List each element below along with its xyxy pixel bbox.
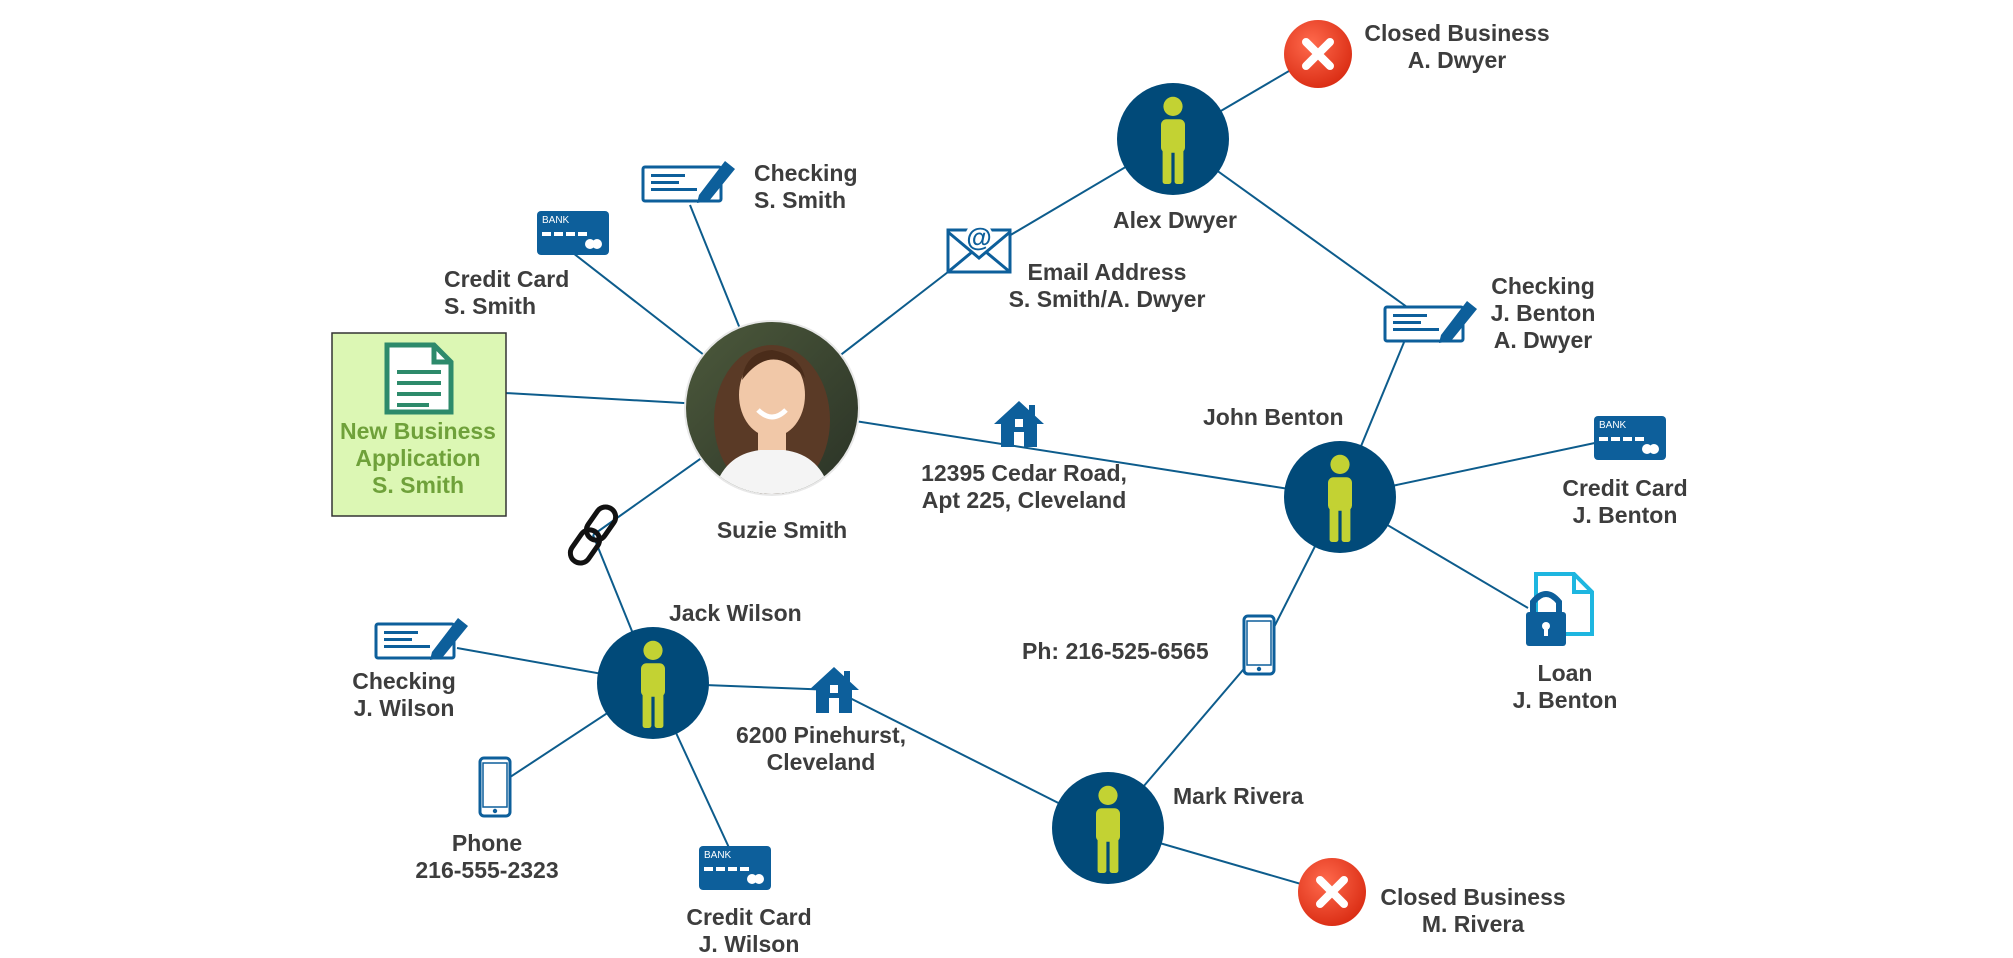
label-line: Application — [355, 445, 481, 471]
mark-rivera-node[interactable] — [1052, 772, 1164, 884]
john-benton-node[interactable] — [1284, 441, 1396, 553]
alex-dwyer-node[interactable] — [1117, 83, 1229, 195]
new-business-application-node[interactable] — [331, 332, 507, 517]
label-line: Phone — [451, 830, 523, 856]
person-name: John Benton — [1203, 404, 1344, 430]
label-line: A. Dwyer — [1493, 327, 1593, 353]
person-name: Jack Wilson — [669, 600, 802, 626]
closed-business-dwyer-label: Closed Business A. Dwyer — [1364, 20, 1549, 74]
document-icon — [384, 342, 454, 415]
x-circle-icon[interactable] — [1298, 858, 1366, 926]
credit-card-wilson-label: Credit Card J. Wilson — [686, 904, 811, 958]
label-line: A. Dwyer — [1407, 47, 1507, 73]
alex-dwyer-label: Alex Dwyer — [1113, 207, 1237, 234]
jack-wilson-node[interactable] — [597, 627, 709, 739]
label-line: J. Wilson — [353, 695, 455, 721]
label-line: Loan — [1537, 660, 1593, 686]
svg-text:@: @ — [966, 222, 991, 252]
label-line: Cleveland — [766, 749, 876, 775]
person-name: Mark Rivera — [1173, 783, 1304, 809]
label-line: S. Smith/A. Dwyer — [1008, 286, 1206, 312]
house-icon[interactable] — [809, 667, 859, 713]
label-line: 216-555-2323 — [415, 857, 559, 883]
label-line: Email Address — [1027, 259, 1187, 285]
check-pen-icon[interactable] — [641, 159, 737, 203]
phone-wilson-label: Phone 216-555-2323 — [415, 830, 558, 884]
label-line: J. Benton — [1572, 502, 1678, 528]
check-pen-icon[interactable] — [1383, 299, 1479, 343]
label-line: Checking — [754, 160, 858, 186]
chain-link-icon[interactable] — [566, 503, 619, 567]
smartphone-icon[interactable] — [1242, 614, 1276, 676]
pinehurst-address-label: 6200 Pinehurst, Cleveland — [736, 722, 906, 776]
person-name: Alex Dwyer — [1112, 207, 1238, 233]
bank-card-icon[interactable] — [537, 211, 609, 255]
label-line: S. Smith — [371, 472, 465, 498]
cedar-road-address-label: 12395 Cedar Road, Apt 225, Cleveland — [921, 460, 1127, 514]
mark-rivera-label: Mark Rivera — [1173, 783, 1303, 810]
label-line: Credit Card — [686, 904, 812, 930]
label-line: Ph: 216-525-6565 — [1022, 638, 1209, 664]
house-icon[interactable] — [994, 401, 1044, 447]
label-line: New Business — [340, 418, 496, 444]
label-line: Apt 225, Cleveland — [921, 487, 1127, 513]
label-line: S. Smith — [444, 293, 537, 319]
loan-benton-label: Loan J. Benton — [1513, 660, 1618, 714]
label-line: J. Benton — [1490, 300, 1596, 326]
new-business-application-label: New Business Application S. Smith — [340, 418, 496, 499]
checking-wilson-label: Checking J. Wilson — [352, 668, 456, 722]
label-line: J. Benton — [1512, 687, 1618, 713]
suzie-smith-photo[interactable] — [684, 320, 860, 500]
suzie-smith-label: Suzie Smith — [717, 517, 847, 544]
john-benton-label: John Benton — [1203, 404, 1344, 431]
email-label: Email Address S. Smith/A. Dwyer — [1009, 259, 1206, 313]
label-line: Checking — [1491, 273, 1595, 299]
bank-card-icon[interactable] — [1594, 416, 1666, 460]
envelope-at-icon[interactable]: @ — [946, 222, 1012, 274]
jack-wilson-label: Jack Wilson — [669, 600, 802, 627]
label-line: Credit Card — [444, 266, 570, 292]
label-line: Credit Card — [1562, 475, 1688, 501]
label-line: 6200 Pinehurst, — [735, 722, 907, 748]
label-line: S. Smith — [754, 187, 847, 213]
label-line: J. Wilson — [698, 931, 800, 957]
lock-document-icon[interactable] — [1526, 572, 1594, 646]
check-pen-icon[interactable] — [374, 616, 470, 660]
label-line: 12395 Cedar Road, — [921, 460, 1127, 486]
checking-benton-label: Checking J. Benton A. Dwyer — [1491, 273, 1596, 354]
phone-benton-label: Ph: 216-525-6565 — [1022, 638, 1209, 665]
credit-card-smith-label: Credit Card S. Smith — [444, 266, 569, 320]
smartphone-icon[interactable] — [478, 756, 512, 818]
closed-business-rivera-label: Closed Business M. Rivera — [1380, 884, 1565, 938]
person-name: Suzie Smith — [716, 517, 848, 543]
label-line: Closed Business — [1380, 884, 1566, 910]
x-circle-icon[interactable] — [1284, 20, 1352, 88]
checking-smith-label: Checking S. Smith — [754, 160, 858, 214]
label-line: Closed Business — [1364, 20, 1550, 46]
label-line: Checking — [352, 668, 456, 694]
label-line: M. Rivera — [1421, 911, 1525, 937]
bank-card-icon[interactable] — [699, 846, 771, 890]
credit-card-benton-label: Credit Card J. Benton — [1562, 475, 1687, 529]
